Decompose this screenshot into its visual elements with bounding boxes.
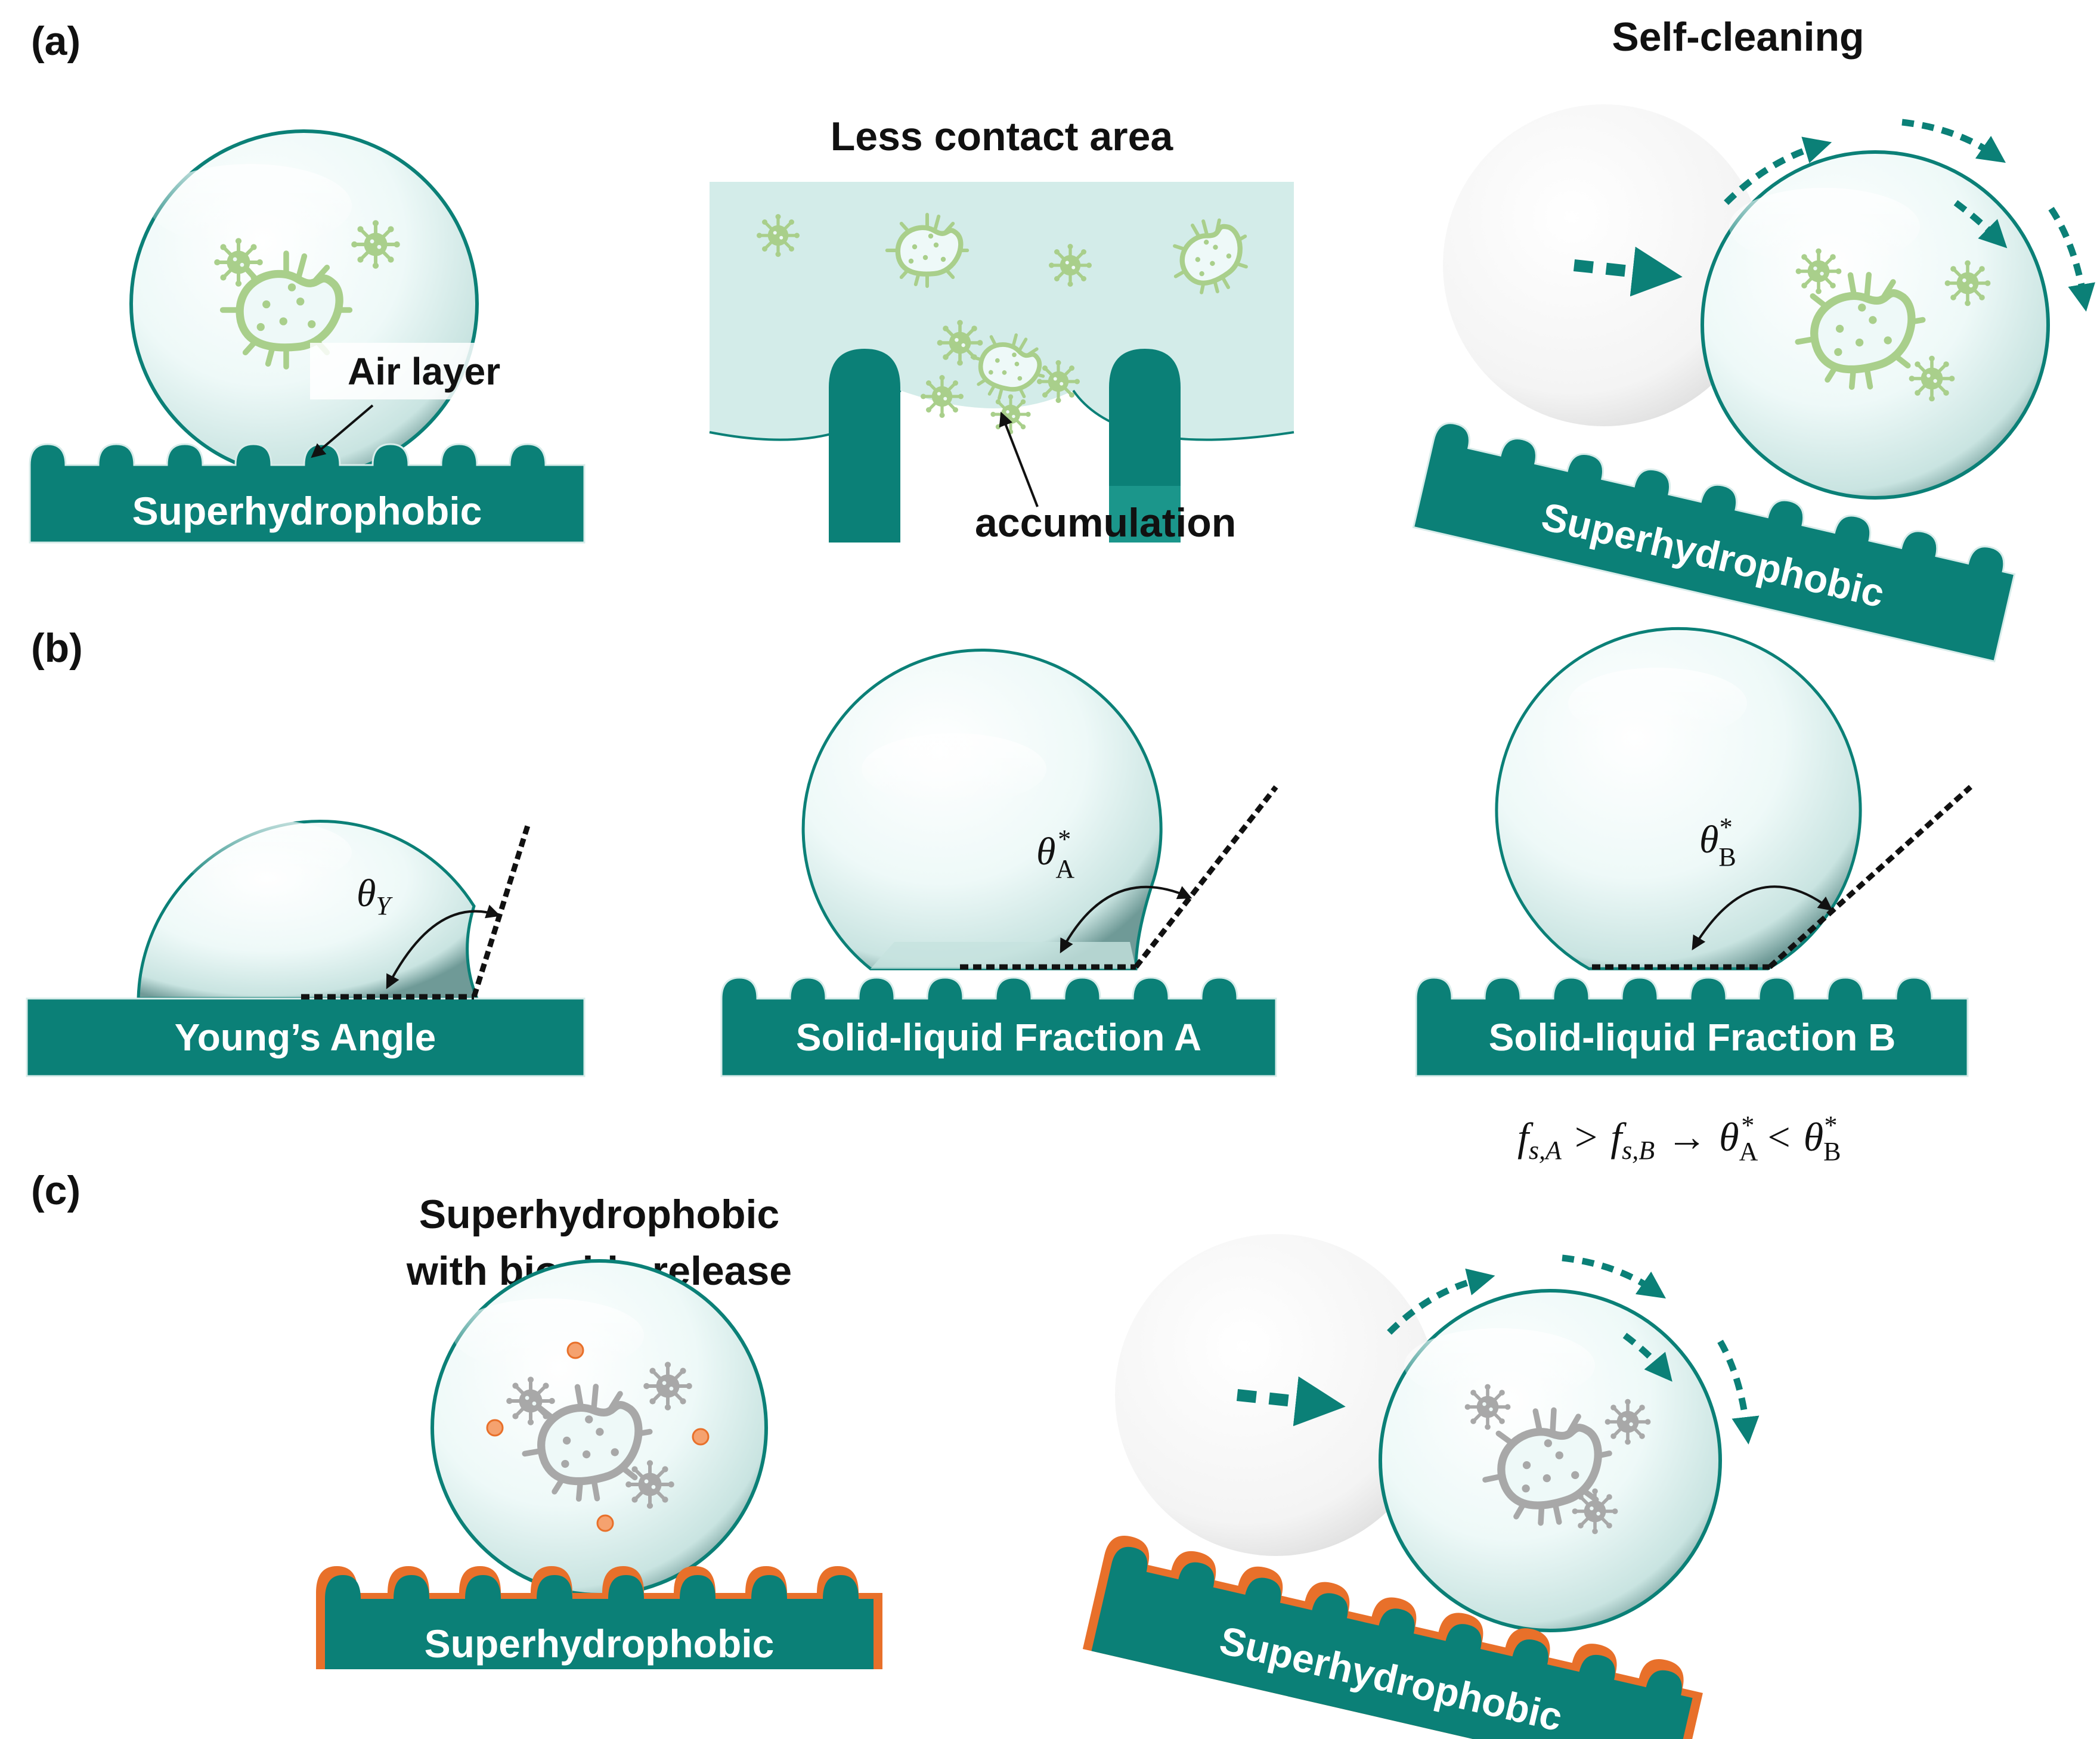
less-contact-area-title: Less contact area	[831, 114, 1174, 159]
droplet-highlight	[453, 1298, 644, 1372]
virus-icon	[351, 220, 400, 269]
virus-icon	[1796, 249, 1842, 295]
accumulation-label: accumulation	[975, 500, 1236, 545]
plate-label: Superhydrophobic	[425, 1622, 775, 1666]
virus-icon	[1605, 1399, 1651, 1445]
air-layer-pointer	[311, 404, 374, 458]
virus-icon	[214, 238, 263, 287]
theta-y-symbol: θY	[357, 872, 393, 920]
air-layer-label-bg	[310, 343, 549, 399]
motion-arrow-icon	[1717, 1340, 1760, 1444]
biocide-particle-icon	[486, 1419, 504, 1437]
panel-a-label: (a)	[31, 18, 80, 64]
contact-angle-equation: fs,A>fs,B→θA*<θB*	[1517, 1111, 1841, 1166]
plate-label: Superhydrophobic	[132, 489, 482, 533]
panel-a-right-self-cleaning-scene: Self-cleaning Superhydrophobic	[1412, 14, 2095, 663]
virus-icon	[1037, 360, 1080, 403]
panel-b-label: (b)	[31, 625, 83, 671]
superhydrophobic-plate	[325, 1575, 874, 1669]
angle-arc	[1692, 885, 1833, 951]
virus-icon	[506, 1377, 555, 1425]
air-layer-label: Air layer	[348, 350, 500, 393]
virus-icon	[757, 214, 800, 257]
motion-arrow-icon	[1573, 246, 1683, 297]
motion-arrow-icon	[1901, 119, 2006, 163]
virus-icon	[921, 375, 964, 418]
flat-plate	[26, 997, 586, 1077]
droplet-highlight	[1568, 668, 1747, 739]
self-cleaning-title: Self-cleaning	[1612, 14, 1864, 60]
panel-b-young-angle-scene: Young’s Angle θY	[26, 820, 586, 1077]
motion-arrow-icon	[1622, 1332, 1672, 1382]
droplet-highlight	[149, 164, 352, 247]
virus-icon	[1465, 1384, 1511, 1430]
motion-arrow-icon	[1953, 200, 2008, 249]
droplet-highlight	[1404, 1328, 1595, 1402]
plate-label: Solid-liquid Fraction B	[1489, 1016, 1896, 1059]
panel-a-middle-contact-scene: Less contact area accumulation	[709, 114, 1294, 545]
virus-icon	[625, 1460, 674, 1509]
liquid-region	[710, 182, 1294, 440]
virus-icon	[1572, 1489, 1618, 1535]
panel-b-fraction-b-scene: Solid-liquid Fraction B θB*	[1415, 627, 1973, 1077]
plate-label: Young’s Angle	[175, 1016, 436, 1059]
theta-a-symbol: θA*	[1036, 824, 1074, 884]
biocide-particle-icon	[566, 1341, 584, 1359]
droplet-highlight	[862, 733, 1046, 805]
droplet-highlight	[1729, 188, 1920, 265]
plate-label: Solid-liquid Fraction A	[796, 1016, 1201, 1059]
panel-c-left-biocide-scene: Superhydrophobic with biocide release Su…	[316, 1192, 882, 1669]
virus-icon	[643, 1362, 692, 1411]
theta-b-symbol: θB*	[1699, 813, 1736, 872]
virus-icon	[1909, 356, 1955, 402]
angle-arc	[1060, 885, 1193, 954]
motion-arrow-icon	[1562, 1254, 1666, 1299]
panel-b-fraction-a-scene: Solid-liquid Fraction A θA*	[720, 649, 1278, 1077]
pillar-left	[829, 349, 900, 543]
biocide-particle-icon	[692, 1428, 710, 1446]
virus-icon	[1049, 244, 1092, 287]
accumulation-pointer	[999, 411, 1039, 507]
water-droplet	[801, 649, 1163, 971]
rolling-droplet-ghost	[1443, 104, 1765, 426]
tangent-dotted	[1133, 785, 1278, 969]
textured-plate-b	[1415, 977, 1969, 1077]
textured-plate-a	[720, 977, 1277, 1077]
panel-a-left-droplet-scene: Superhydrophobic Air layer	[29, 129, 586, 544]
droplet-highlight	[173, 820, 352, 885]
angle-arc	[386, 904, 501, 990]
motion-arrow-icon	[2048, 206, 2095, 312]
panel-c-right-self-cleaning-scene: Superhydrophobic	[1082, 1234, 1760, 1739]
superhydrophobic-plate	[29, 443, 586, 544]
biocide-particle-icon	[596, 1514, 614, 1532]
panel-c-label: (c)	[31, 1168, 80, 1213]
biocide-title-line1: Superhydrophobic	[419, 1192, 779, 1237]
virus-icon	[990, 394, 1030, 434]
motion-arrow-icon	[1236, 1376, 1346, 1427]
virus-icon	[1945, 261, 1991, 306]
pillar-shade	[1109, 486, 1181, 543]
